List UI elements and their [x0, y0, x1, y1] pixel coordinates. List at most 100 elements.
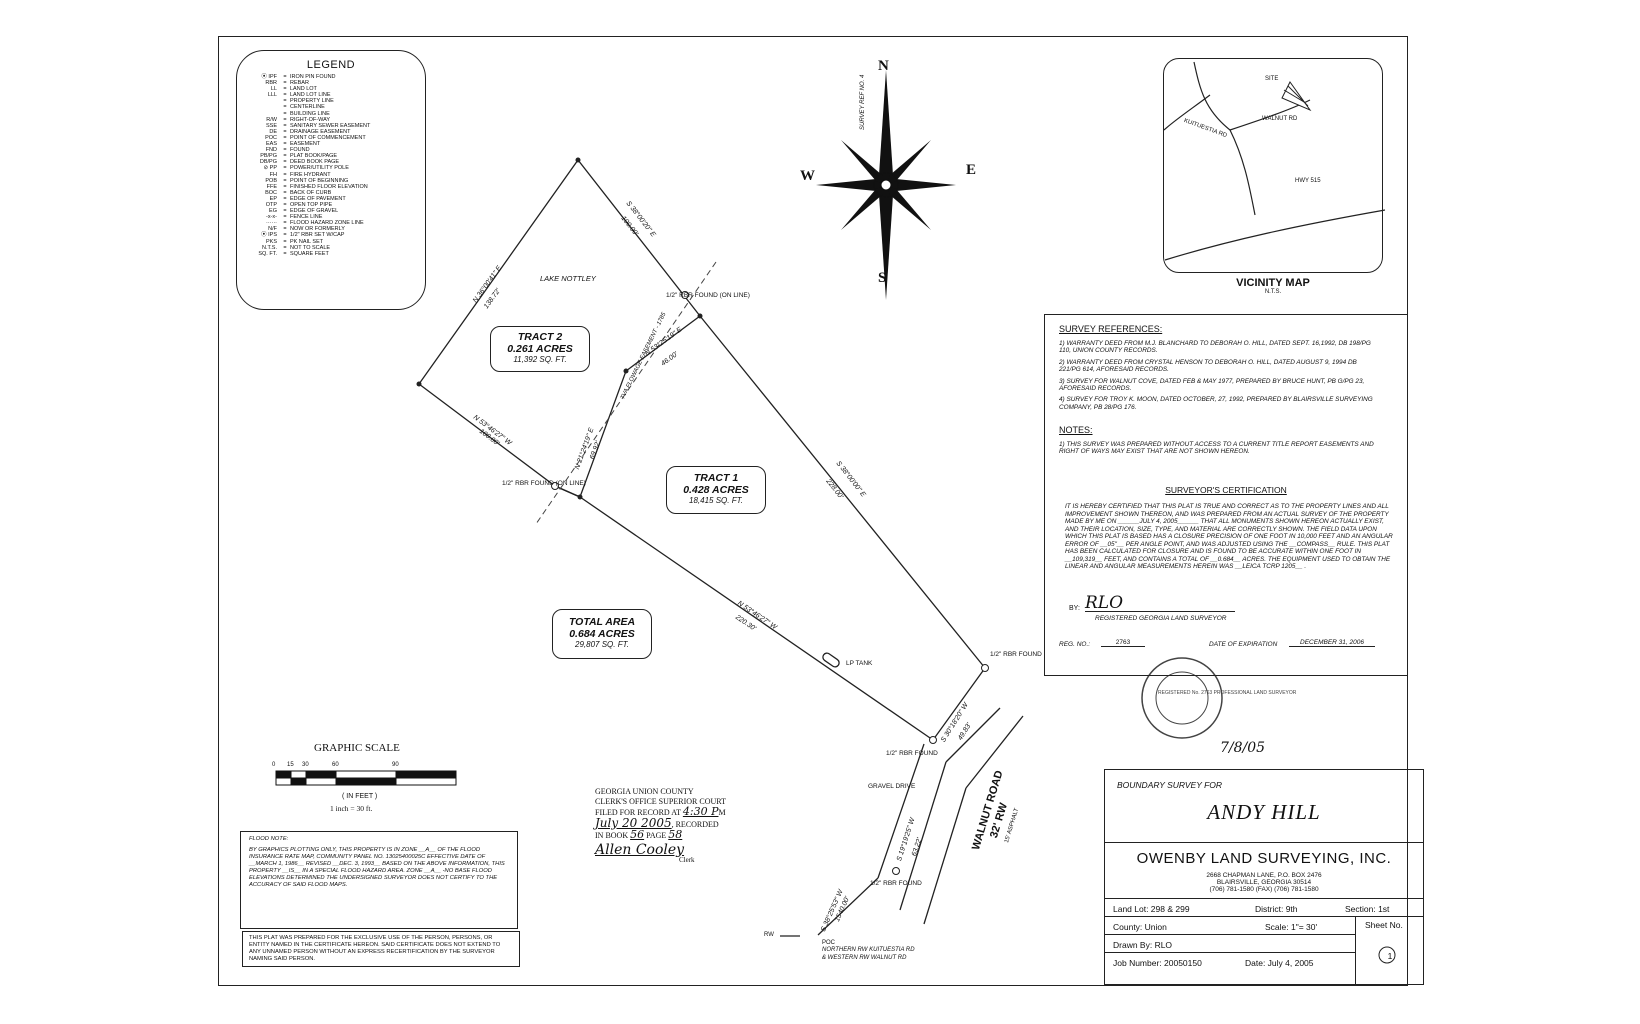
survey-references-box: SURVEY REFERENCES: 1) WARRANTY DEED FROM… [1044, 314, 1408, 676]
tract2-name: TRACT 2 [517, 331, 563, 343]
cert-heading: SURVEYOR'S CERTIFICATION [1165, 485, 1287, 495]
legend-equals: = [283, 189, 287, 196]
legend-item: OTP=OPEN TOP PIPE [247, 202, 370, 208]
surveyor-seal [1141, 657, 1223, 739]
seal-date: 7/8/05 [1220, 740, 1266, 756]
tract1-box: TRACT 1 0.428 ACRES 18,415 SQ. FT. [666, 466, 766, 514]
legend-equals: = [283, 250, 287, 257]
lake-label: LAKE NOTTLEY [540, 274, 596, 283]
clerk-in-book: IN BOOK [595, 831, 629, 840]
survey-ref-item: 4) SURVEY FOR TROY K. MOON, DATED OCTOBE… [1059, 396, 1373, 411]
total-name: TOTAL AREA [568, 616, 636, 628]
legend-symbol: BOC [265, 189, 277, 196]
legend-item: ⊘ PP=POWER/UTILITY POLE [247, 165, 370, 171]
notes-heading: NOTES: [1059, 425, 1093, 435]
tb-section: Section: 1st [1345, 904, 1390, 914]
clerk-time: 4:30 P [682, 805, 719, 818]
tb-county: County: Union [1113, 922, 1167, 932]
legend-description: RIGHT-OF-WAY [290, 116, 331, 123]
legend-equals: = [283, 171, 287, 178]
flood-note: FLOOD NOTE: BY GRAPHICS PLOTTING ONLY, T… [240, 831, 518, 929]
legend-item: DB/PG=DEED BOOK PAGE [247, 159, 370, 165]
legend-description: NOT TO SCALE [290, 244, 331, 251]
rw-label: RW [764, 932, 774, 938]
legend-symbol: POB [265, 177, 277, 184]
flood-note-title: FLOOD NOTE: [249, 836, 289, 842]
tb-district: District: 9th [1255, 904, 1298, 914]
poc-label: POC [822, 940, 836, 946]
legend-item: -x-x-=FENCE LINE [247, 214, 370, 220]
legend-description: PROPERTY LINE [290, 98, 334, 105]
survey-ref-label: SURVEY REF NO. 4 [860, 74, 866, 130]
legend-description: DEED BOOK PAGE [290, 159, 340, 166]
legend-item: ······=FLOOD HAZARD ZONE LINE [247, 220, 370, 226]
legend-symbol: OTP [265, 201, 277, 208]
clerk-line2: CLERK'S OFFICE SUPERIOR COURT [595, 797, 726, 806]
legend-item: SQ. FT.=SQUARE FEET [247, 251, 370, 257]
legend-item: N.T.S. =NOT TO SCALE [247, 245, 370, 251]
legend-equals: = [283, 122, 287, 129]
legend-symbol: SSE [265, 122, 277, 129]
east-label: E [966, 162, 977, 178]
clerk-m: M [718, 808, 726, 817]
tb-scale: Scale: 1"= 30' [1265, 922, 1318, 932]
total-sqft: 29,807 SQ. FT. [575, 640, 629, 649]
legend-description: SANITARY SEWER EASEMENT [290, 122, 371, 129]
survey-ref-item: 2) WARRANTY DEED FROM CRYSTAL HENSON TO … [1059, 358, 1357, 374]
legend-item: =CENTERLINE [247, 104, 370, 110]
legend-item: =BUILDING LINE [247, 111, 370, 117]
clerk-line1: GEORGIA UNION COUNTY [595, 787, 694, 796]
tb-drawn: Drawn By: RLO [1113, 940, 1173, 950]
legend-equals: = [283, 128, 287, 135]
refs-list: 1) WARRANTY DEED FROM M.J. BLANCHARD TO … [1059, 340, 1379, 415]
legend-equals: = [283, 244, 287, 251]
legend-description: FINISHED FLOOR ELEVATION [290, 183, 368, 190]
tract2-box: TRACT 2 0.261 ACRES 11,392 SQ. FT. [490, 326, 590, 372]
legend-item: EAS=EASEMENT [247, 141, 370, 147]
legend-equals: = [283, 232, 287, 239]
legend-title: LEGEND [306, 59, 356, 71]
legend-description: IRON PIN FOUND [290, 74, 336, 80]
survey-ref-item: 1) WARRANTY DEED FROM M.J. BLANCHARD TO … [1059, 340, 1371, 355]
tract-divide [554, 485, 581, 498]
legend-equals: = [283, 220, 287, 227]
legend-equals: = [283, 201, 287, 208]
legend-equals: = [283, 165, 287, 172]
legend-item: ⦿ IPS=1/2" RBR SET W/CAP [247, 232, 370, 238]
legend-symbol: ⦿ IPS [261, 232, 277, 239]
legend-equals: = [283, 141, 287, 148]
legend-equals: = [283, 80, 287, 87]
total-acres: 0.684 ACRES [569, 628, 635, 640]
legend-description: BUILDING LINE [290, 110, 330, 117]
legend-symbol: R/W [266, 116, 277, 123]
legend-symbol: EAS [265, 141, 277, 148]
legend-item: FND=FOUND [247, 147, 370, 153]
legend-description: DRAINAGE EASEMENT [290, 128, 351, 135]
vic-site: SITE [1265, 76, 1279, 82]
legend-symbol: DB/PG [259, 159, 277, 166]
tract1-boundary [579, 315, 986, 741]
legend-description: CENTERLINE [290, 104, 325, 111]
legend-equals: = [283, 110, 287, 117]
notes-1: 1) THIS SURVEY WAS PREPARED WITHOUT ACCE… [1059, 441, 1374, 456]
legend-symbol: LLL [267, 92, 277, 99]
legend-equals: = [283, 134, 287, 141]
legend-description: POINT OF BEGINNING [290, 177, 349, 184]
legend-equals: = [283, 177, 287, 184]
legend-description: BACK OF CURB [290, 189, 332, 196]
title-block: BOUNDARY SURVEY FOR ANDY HILL OWENBY LAN… [1104, 769, 1424, 986]
legend-symbol: FH [269, 171, 277, 178]
legend-description: NOW OR FORMERLY [290, 226, 345, 233]
legend-description: FLOOD HAZARD ZONE LINE [290, 220, 364, 227]
legend-description: REBAR [290, 80, 309, 87]
cert-signature: RLO [1085, 593, 1124, 613]
refs-heading: SURVEY REFERENCES: [1059, 324, 1163, 334]
rbr-found-bottom: 1/2" RBR FOUND [886, 750, 938, 757]
legend-equals: = [283, 98, 287, 105]
legend-symbol: N.T.S. [262, 244, 277, 251]
compass-rose [816, 70, 956, 300]
legend-description: EDGE OF PAVEMENT [290, 195, 346, 202]
poc-desc-2: & WESTERN RW WALNUT RD [822, 955, 907, 961]
legend-description: SQUARE FEET [290, 250, 329, 257]
